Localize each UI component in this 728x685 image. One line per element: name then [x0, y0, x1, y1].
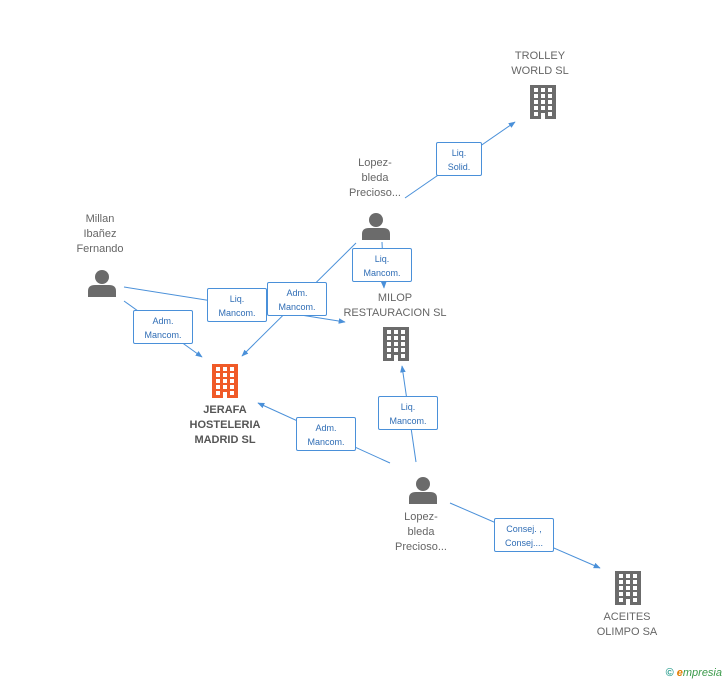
- node-label-lopez-bottom[interactable]: Lopez- bleda Precioso...: [395, 511, 447, 553]
- edge-label-millan-milop: Liq. Mancom.: [207, 288, 267, 322]
- footer-brand: © empresia: [666, 667, 722, 679]
- person-icon[interactable]: [409, 477, 437, 504]
- edge-label-lopez-bottom-milop: Liq. Mancom.: [378, 396, 438, 430]
- building-icon[interactable]: [615, 571, 641, 605]
- node-label-aceites[interactable]: ACEITES OLIMPO SA: [596, 611, 658, 638]
- edge-label-lopez-milop: Liq. Mancom.: [352, 248, 412, 282]
- edge-label-lopez-bottom-jerafa: Adm. Mancom.: [296, 417, 356, 451]
- building-icon[interactable]: [383, 327, 409, 361]
- edge-label-lopez-bottom-aceites: Consej. , Consej....: [494, 518, 554, 552]
- node-label-lopez-top[interactable]: Lopez- bleda Precioso...: [349, 157, 401, 199]
- building-icon[interactable]: [530, 85, 556, 119]
- person-icon[interactable]: [88, 270, 116, 297]
- copyright-icon: ©: [665, 667, 674, 679]
- node-label-millan[interactable]: Millan Ibañez Fernando: [76, 213, 124, 255]
- edge-label-millan-jerafa: Adm. Mancom.: [133, 310, 193, 344]
- node-label-milop[interactable]: MILOP RESTAURACION SL: [343, 292, 447, 319]
- person-icon[interactable]: [362, 213, 390, 240]
- empresia-logo-text: mpresia: [682, 667, 722, 679]
- node-label-trolley[interactable]: TROLLEY WORLD SL: [511, 50, 569, 77]
- empresia-logo-e: e: [676, 667, 683, 679]
- building-icon[interactable]: [212, 364, 238, 398]
- edge-label-lopez-trolley: Liq. Solid.: [436, 142, 482, 176]
- node-label-jerafa[interactable]: JERAFA HOSTELERIA MADRID SL: [189, 404, 261, 446]
- edge-label-lopez-jerafa: Adm. Mancom.: [267, 282, 327, 316]
